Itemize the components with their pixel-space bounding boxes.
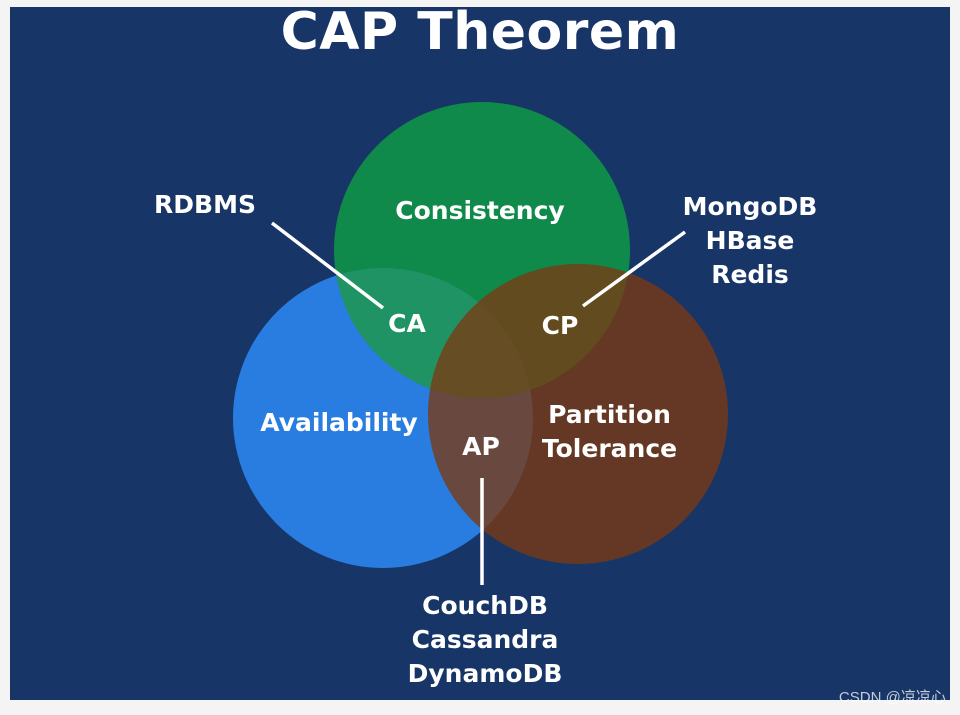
cp-example-item: HBase — [705, 226, 795, 255]
ap-example-item: Cassandra — [411, 625, 559, 654]
ca-example-item: RDBMS — [154, 190, 256, 219]
partition-label-line1: Partition — [548, 400, 671, 429]
cp-example-item: MongoDB — [682, 192, 818, 221]
ap-label: AP — [462, 432, 500, 461]
cp-examples: MongoDB HBase Redis — [670, 190, 830, 292]
partition-tolerance-label: Partition Tolerance — [522, 398, 697, 466]
ca-examples: RDBMS — [145, 188, 265, 222]
ap-examples: CouchDB Cassandra DynamoDB — [400, 589, 570, 691]
partition-tolerance-circle — [428, 264, 728, 564]
ap-example-item: CouchDB — [422, 591, 548, 620]
ap-example-item: DynamoDB — [407, 659, 563, 688]
watermark: CSDN @凉凉心. — [838, 689, 950, 706]
diagram-title: CAP Theorem — [280, 2, 680, 62]
rdbms-connector — [270, 221, 385, 310]
availability-label: Availability — [260, 408, 418, 437]
partition-label-line2: Tolerance — [541, 434, 678, 463]
cp-example-item: Redis — [711, 260, 789, 289]
consistency-label: Consistency — [395, 196, 565, 225]
ca-label: CA — [388, 309, 426, 338]
page-bottom-strip — [0, 700, 960, 715]
cp-label: CP — [541, 311, 579, 340]
cp-connector — [581, 230, 687, 308]
